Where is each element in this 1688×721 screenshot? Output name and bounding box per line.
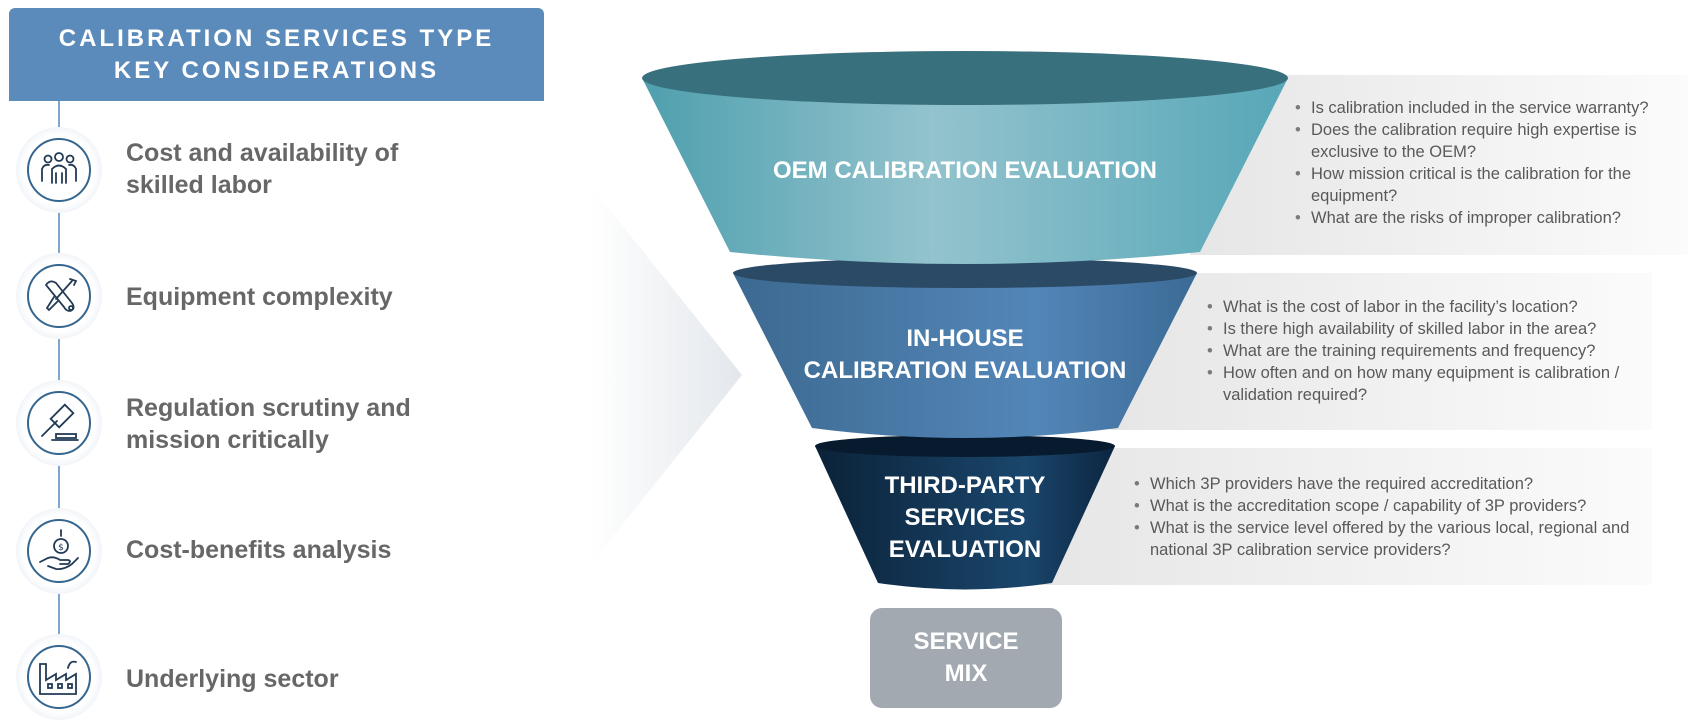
factor-label-equipment-complexity: Equipment complexity — [126, 283, 393, 311]
gavel-icon — [16, 380, 102, 466]
factor-label-underlying-sector: Underlying sector — [126, 665, 339, 693]
svg-text:$: $ — [58, 543, 64, 553]
inhouse-rim — [733, 258, 1197, 288]
oem-rim — [642, 51, 1288, 105]
hand-coin-icon: $ — [16, 508, 102, 594]
thirdparty-questions-list: Which 3P providers have the required acc… — [1132, 473, 1672, 561]
wrench-screwdriver-icon — [16, 253, 102, 339]
factory-icon — [16, 634, 102, 720]
list-item: Is there high availability of skilled la… — [1205, 318, 1665, 340]
team-icon — [16, 127, 102, 213]
list-item: How mission critical is the calibration … — [1293, 163, 1641, 207]
list-item: Is calibration included in the service w… — [1293, 97, 1673, 119]
inhouse-body — [733, 273, 1197, 438]
thirdparty-body — [815, 446, 1115, 590]
list-item: What is the cost of labor in the facilit… — [1205, 296, 1665, 318]
service-mix-line-1: SERVICE — [913, 628, 1019, 655]
list-item: How often and on how many equipment is c… — [1205, 362, 1665, 406]
header-line-2: KEY CONSIDERATIONS — [113, 56, 440, 84]
thirdparty-rim — [815, 435, 1115, 457]
key-considerations-header: CALIBRATION SERVICES TYPE KEY CONSIDERAT… — [9, 8, 544, 101]
list-item: What are the risks of improper calibrati… — [1293, 207, 1673, 229]
oem-questions-list: Is calibration included in the service w… — [1293, 97, 1673, 229]
oem-body — [642, 78, 1288, 264]
list-item: What is the accreditation scope / capabi… — [1132, 495, 1672, 517]
service-mix-line-2: MIX — [944, 660, 988, 687]
chevron-shape — [590, 185, 742, 565]
inhouse-questions-list: What is the cost of labor in the facilit… — [1205, 296, 1665, 406]
service-mix-box: SERVICE MIX — [870, 608, 1062, 708]
list-item: Which 3P providers have the required acc… — [1132, 473, 1672, 495]
header-line-1: CALIBRATION SERVICES TYPE — [58, 24, 495, 52]
list-item: Does the calibration require high expert… — [1293, 119, 1673, 163]
oem-stage-label: OEM CALIBRATION EVALUATION — [773, 157, 1157, 184]
list-item: What is the service level offered by the… — [1132, 517, 1672, 561]
list-item: What are the training requirements and f… — [1205, 340, 1665, 362]
factor-label-cost-benefits: Cost-benefits analysis — [126, 536, 392, 564]
